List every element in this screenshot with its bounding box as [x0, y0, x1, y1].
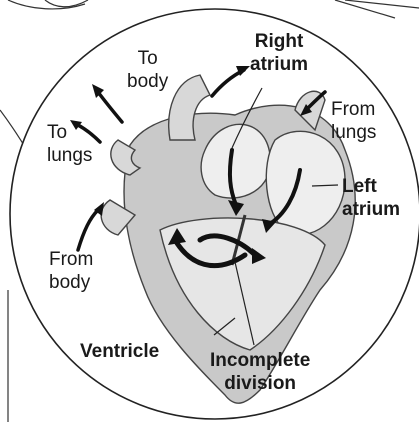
label-from-body: From body	[49, 248, 93, 294]
label-left-atrium: Left atrium	[342, 175, 400, 221]
label-ventricle: Ventricle	[80, 340, 159, 363]
label-to-lungs: To lungs	[47, 121, 92, 167]
label-incomplete-division: Incomplete division	[210, 349, 310, 395]
label-to-body: To body	[127, 47, 168, 93]
label-right-atrium: Right atrium	[250, 30, 308, 76]
label-from-lungs: From lungs	[331, 98, 376, 144]
